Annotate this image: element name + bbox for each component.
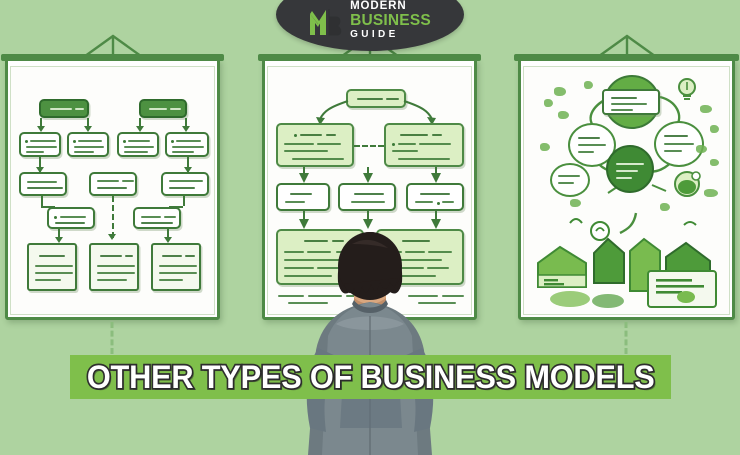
mindmap-node-center <box>606 145 654 193</box>
flow-node <box>276 183 330 211</box>
board-stand-leg <box>624 322 628 354</box>
caption-line <box>418 302 456 304</box>
leaf-speck-icon <box>710 159 719 166</box>
caption-line <box>288 302 328 304</box>
connector <box>354 145 384 147</box>
connector <box>58 229 60 241</box>
connector <box>185 118 187 129</box>
flow-node <box>165 132 209 157</box>
flow-node-header <box>39 99 89 118</box>
connector <box>39 157 41 172</box>
arrow-head <box>37 126 45 132</box>
leaf-speck-icon <box>540 143 550 151</box>
flow-node <box>338 183 396 211</box>
arrow-head <box>55 237 63 243</box>
connector <box>139 118 141 129</box>
leaf-speck-icon <box>660 203 670 211</box>
leaf-speck-icon <box>704 189 718 197</box>
board-surface <box>10 66 215 315</box>
page-title: OTHER TYPES OF BUSINESS MODELS <box>85 359 656 395</box>
mindmap-label <box>602 89 660 115</box>
board-top-rail <box>258 54 481 61</box>
board-top-rail <box>1 54 224 61</box>
flow-node <box>133 207 181 229</box>
title-banner: OTHER TYPES OF BUSINESS MODELS <box>70 355 671 399</box>
arrow-head <box>84 126 92 132</box>
flow-node-header <box>139 99 187 118</box>
leaf-speck-icon <box>696 145 707 153</box>
leaf-speck-icon <box>584 81 593 89</box>
flow-node-root <box>346 89 406 108</box>
connector-dashed <box>112 196 114 238</box>
board-stand-leg <box>110 322 114 354</box>
modern-business-guide-logo[interactable]: MODERN BUSINESS GUIDE <box>276 0 464 51</box>
arrow-head <box>36 167 44 173</box>
leaf-speck-icon <box>554 87 566 96</box>
flow-node <box>161 172 209 196</box>
leaf-speck-icon <box>570 199 581 207</box>
curved-connectors <box>316 100 436 125</box>
flowchart-board-left <box>1 34 224 320</box>
flow-node <box>67 132 109 157</box>
arrow-head <box>164 237 172 243</box>
caption-line <box>308 295 342 297</box>
flow-node <box>406 183 464 211</box>
logo-line-business: BUSINESS <box>350 12 431 30</box>
connector <box>40 118 42 129</box>
connector <box>183 196 185 206</box>
lightbulb-icon <box>678 78 696 100</box>
flow-node <box>117 132 159 157</box>
connector <box>41 196 43 206</box>
globe-icon <box>674 171 701 197</box>
board-top-rail <box>514 54 739 61</box>
logo-line-guide: GUIDE <box>350 29 399 41</box>
flowchart-board-center <box>258 34 481 320</box>
flow-document-node <box>89 243 139 291</box>
curved-connectors-2 <box>299 167 441 183</box>
caption-line <box>408 295 438 297</box>
flow-node <box>276 123 354 167</box>
curved-connectors-3 <box>299 211 441 229</box>
flow-node <box>47 207 95 229</box>
caption-line <box>278 295 304 297</box>
connector <box>87 118 89 129</box>
arrow-head <box>184 167 192 173</box>
flow-node <box>19 172 67 196</box>
flow-node <box>89 172 137 196</box>
flow-node <box>19 132 61 157</box>
caption-line <box>442 295 464 297</box>
logo-line-modern: MODERN <box>350 0 407 12</box>
landscape-illustration <box>534 213 724 311</box>
leaf-speck-icon <box>558 111 569 119</box>
mindmap-node-lower-left <box>550 163 590 197</box>
leaf-speck-icon <box>544 99 553 107</box>
triangle-hanger-icon <box>79 34 146 61</box>
mindmap-board-right <box>514 34 739 320</box>
arrow-head <box>108 234 116 240</box>
arrow-head <box>182 126 190 132</box>
connector <box>167 229 169 241</box>
leaf-speck-icon <box>710 125 719 133</box>
triangle-hanger-icon <box>593 34 660 61</box>
board-surface <box>523 66 730 315</box>
flow-node <box>384 123 464 167</box>
mb-monogram-icon <box>309 5 343 37</box>
flow-document-node <box>27 243 77 291</box>
connector <box>187 157 189 172</box>
leaf-speck-icon <box>700 105 712 113</box>
man-viewed-from-behind <box>292 228 448 455</box>
flow-document-node <box>151 243 201 291</box>
arrow-head <box>136 126 144 132</box>
